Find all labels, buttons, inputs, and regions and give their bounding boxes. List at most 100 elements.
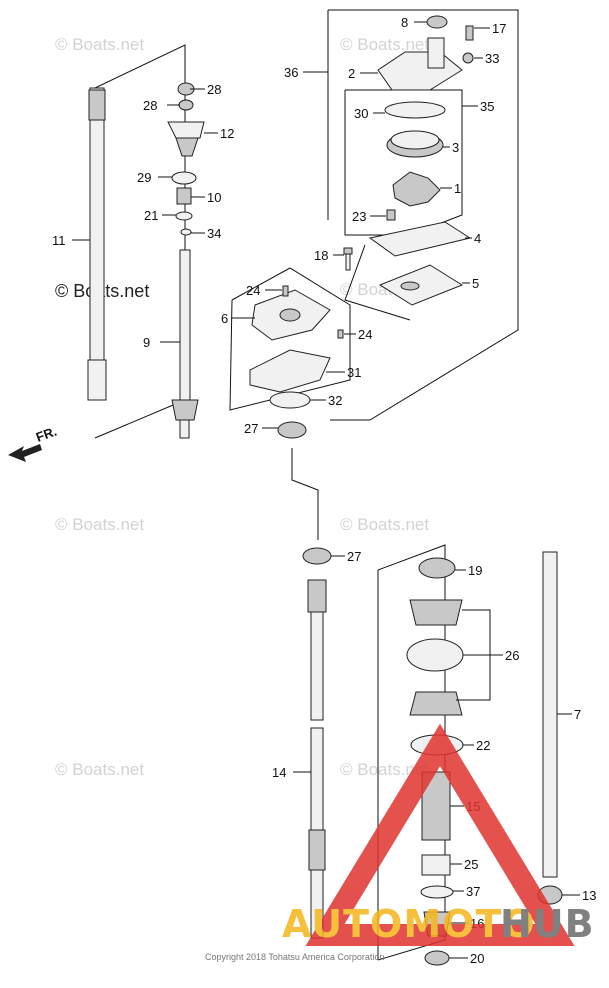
nut — [424, 950, 450, 966]
callout-28: 28 — [207, 82, 221, 97]
shaft-body — [179, 249, 191, 401]
callout-12: 12 — [220, 126, 234, 141]
callout-17: 17 — [492, 21, 506, 36]
spring — [176, 187, 192, 205]
gasket-hole — [400, 281, 420, 291]
watermark: © Boats.net — [340, 515, 429, 534]
callout-6: 6 — [221, 311, 228, 326]
callout-1: 1 — [454, 181, 461, 196]
callout-23: 23 — [352, 209, 366, 224]
callout-21: 21 — [144, 208, 158, 223]
drive-shaft-upper — [87, 44, 186, 439]
callout-35: 35 — [480, 99, 494, 114]
base-boss — [279, 308, 301, 322]
dowel — [282, 285, 289, 297]
callout-33: 33 — [485, 51, 499, 66]
callout-37: 37 — [466, 884, 480, 899]
arrow-icon — [8, 444, 42, 462]
callout-3: 3 — [452, 140, 459, 155]
bracket-line — [291, 448, 319, 540]
watermark: © Boats.net — [55, 760, 144, 779]
callout-24: 24 — [358, 327, 372, 342]
housing-tube — [427, 37, 445, 69]
shaft-body — [89, 87, 105, 361]
washer — [175, 211, 193, 221]
bracket-line — [344, 244, 411, 321]
liner-top — [390, 130, 440, 150]
shaft-end — [87, 359, 107, 401]
callout-28: 28 — [143, 98, 157, 113]
callout-29: 29 — [137, 170, 151, 185]
shaft-tip — [179, 419, 190, 439]
lower-shaft-group — [291, 448, 332, 939]
callout-27: 27 — [347, 549, 361, 564]
o-ring — [171, 171, 197, 185]
tapered-bearing — [409, 599, 463, 626]
brand-text-a: AUTOMOTO — [282, 902, 536, 946]
callout-4: 4 — [474, 231, 481, 246]
bolt-thread — [345, 253, 351, 271]
vertical-shaft-9 — [171, 249, 199, 439]
pin — [462, 52, 474, 64]
oil-seal — [302, 547, 332, 565]
callout-10: 10 — [207, 190, 221, 205]
bushing — [421, 854, 451, 876]
watermark-group: © Boats.net © Boats.net © Boats.net © Bo… — [55, 35, 429, 779]
callout-32: 32 — [328, 393, 342, 408]
callout-34: 34 — [207, 226, 221, 241]
washer — [420, 885, 454, 899]
callout-2: 2 — [348, 66, 355, 81]
gear-housing — [167, 121, 205, 139]
key — [386, 209, 396, 221]
callout-25: 25 — [464, 857, 478, 872]
callout-26: 26 — [505, 648, 519, 663]
gasket-ring — [384, 101, 446, 119]
watermark: © Boats.net — [340, 760, 429, 779]
pump-base-group — [229, 267, 351, 439]
o-ring — [269, 391, 311, 409]
callout-14: 14 — [272, 765, 286, 780]
shaft-splines — [307, 579, 327, 613]
callout-27: 27 — [244, 421, 258, 436]
pinion-stack — [167, 82, 205, 236]
pump-seal-plate — [249, 349, 331, 393]
callout-8: 8 — [401, 15, 408, 30]
callout-22: 22 — [476, 738, 490, 753]
brand-text-b: HUB — [500, 902, 595, 946]
front-direction-arrow: FR. — [8, 424, 59, 462]
callout-13: 13 — [582, 888, 596, 903]
bolt-head — [343, 247, 353, 255]
pump-housing — [377, 51, 463, 91]
watermark: © Boats.net — [55, 35, 144, 54]
watermark: © Boats.net — [340, 35, 429, 54]
tapered-bearing — [409, 691, 463, 716]
wear-plate — [368, 221, 472, 257]
pinion-gear — [175, 137, 199, 157]
copyright: Copyright 2018 Tohatsu America Corporati… — [205, 952, 384, 962]
callout-36: 36 — [284, 65, 298, 80]
callout-18: 18 — [314, 248, 328, 263]
shaft-splines — [88, 89, 106, 121]
needle-bearing — [418, 557, 456, 579]
impeller — [392, 171, 441, 207]
tube-body — [542, 551, 558, 878]
callout-19: 19 — [468, 563, 482, 578]
water-tube — [537, 551, 563, 905]
callout-9: 9 — [143, 335, 150, 350]
bracket-line — [328, 9, 519, 421]
callout-30: 30 — [354, 106, 368, 121]
shaft-gear — [171, 399, 199, 421]
bracket-line — [94, 44, 186, 439]
callout-11: 11 — [52, 233, 66, 248]
triangle-logo-icon — [305, 723, 575, 946]
fr-label: FR. — [34, 424, 59, 445]
water-pump-group — [327, 9, 519, 421]
callouts: 28 28 12 29 10 21 34 11 9 8 17 33 36 2 3… — [52, 15, 596, 966]
pump-gasket — [378, 264, 464, 306]
grommet — [426, 15, 448, 29]
dowel — [337, 329, 344, 339]
bracket-line — [229, 267, 351, 411]
clip — [180, 228, 192, 236]
shaft-collar — [308, 829, 326, 871]
